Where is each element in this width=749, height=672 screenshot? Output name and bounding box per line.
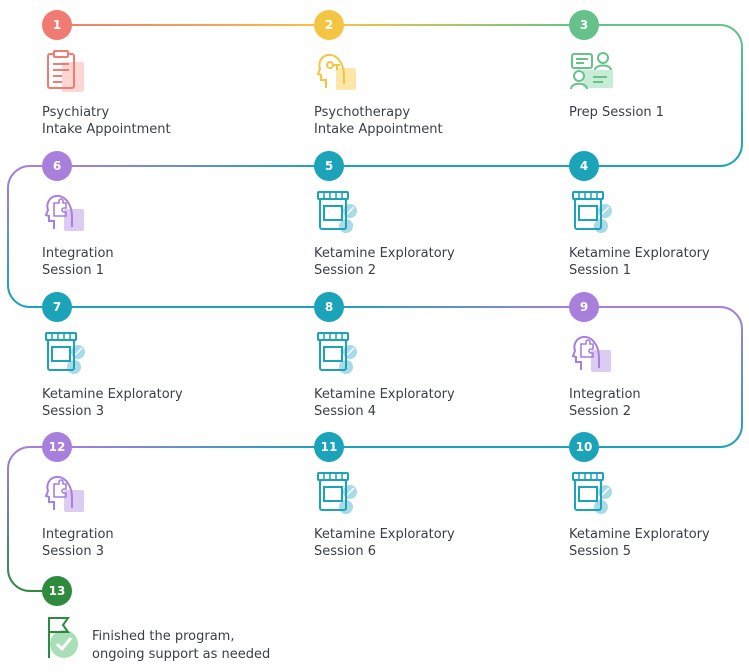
step-number-badge: 6 — [42, 151, 72, 181]
step-label: Prep Session 1 — [569, 105, 665, 120]
head-puzzle-icon — [45, 194, 85, 232]
head-puzzle-icon — [45, 475, 85, 513]
step-number-badge: 10 — [569, 432, 599, 462]
step-number-badge: 13 — [42, 576, 72, 606]
medicine-jar-icon — [317, 472, 358, 515]
people-cards-icon — [570, 52, 614, 90]
medicine-jar-icon — [572, 472, 613, 515]
step-number-badge: 1 — [42, 10, 72, 40]
step-number-badge: 7 — [42, 292, 72, 322]
step-number-badge: 5 — [314, 151, 344, 181]
step-number-badge: 12 — [42, 432, 72, 462]
medicine-jar-icon — [572, 191, 613, 234]
head-brain-icon — [317, 53, 357, 91]
step-number-badge: 4 — [569, 151, 599, 181]
flag-check-icon — [47, 615, 80, 660]
head-puzzle-icon — [572, 335, 612, 373]
final-step-label: Finished the program,ongoing support as … — [92, 629, 271, 662]
step-number-badge: 3 — [569, 10, 599, 40]
medicine-jar-icon — [317, 332, 358, 375]
step-number-badge: 8 — [314, 292, 344, 322]
medicine-jar-icon — [317, 191, 358, 234]
step-number-badge: 2 — [314, 10, 344, 40]
step-number-badge: 11 — [314, 432, 344, 462]
step-number-badge: 9 — [569, 292, 599, 322]
medicine-jar-icon — [45, 332, 86, 375]
clipboard-document-icon — [47, 50, 85, 93]
